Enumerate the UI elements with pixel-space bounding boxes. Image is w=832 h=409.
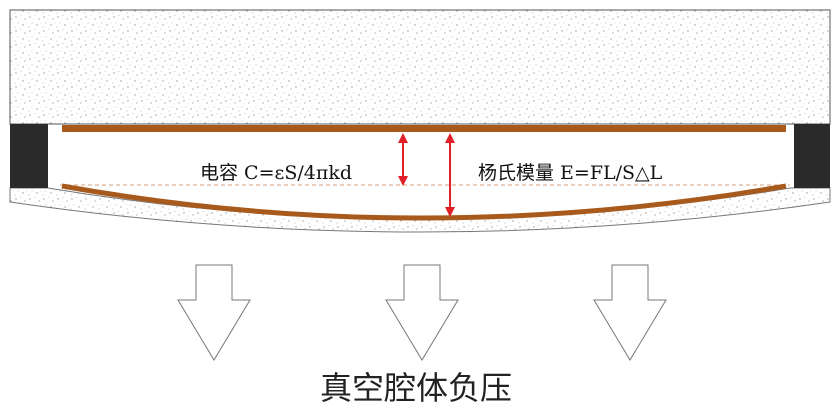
vacuum-pressure-caption: 真空腔体负压: [319, 369, 512, 407]
left-spacer: [10, 124, 48, 188]
bottom-electrode: [61, 183, 787, 221]
bottom-substrate: [9, 187, 831, 233]
top-substrate: [9, 9, 831, 125]
right-spacer: [794, 124, 830, 188]
down-arrow-icon: [385, 264, 459, 361]
top-electrode: [62, 125, 786, 132]
capacitance-formula: 电容 C=εS/4πkd: [200, 162, 353, 184]
youngs-modulus-formula: 杨氏模量 E=FL/S△L: [478, 162, 663, 184]
down-arrow-icon: [593, 264, 667, 361]
down-arrow-icon: [177, 264, 251, 361]
